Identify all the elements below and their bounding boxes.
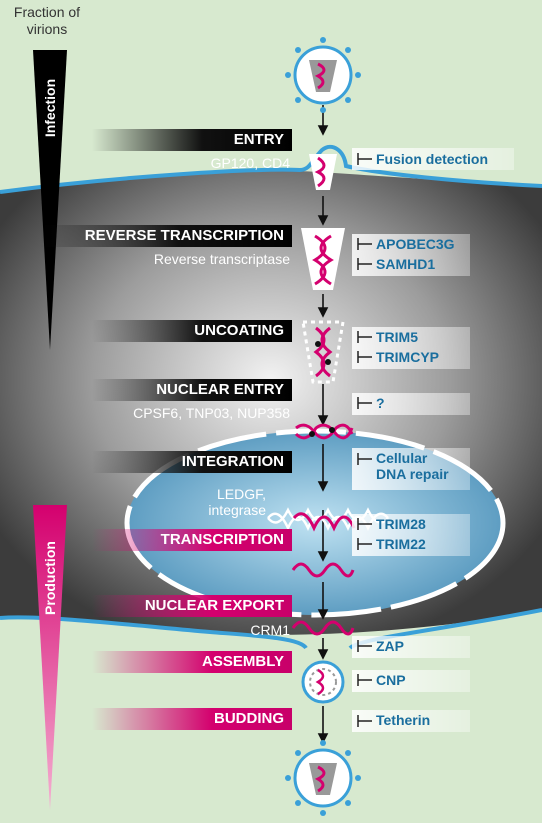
- restriction-box-integration: [352, 448, 470, 490]
- stage-nuclear-export: NUCLEAR EXPORT: [92, 595, 292, 617]
- factors-reverse-transcription: Reverse transcriptase: [153, 251, 290, 267]
- stage-integration: INTEGRATION: [92, 451, 292, 473]
- cell-membrane-top: [0, 144, 542, 194]
- restriction-zap: ZAP: [376, 638, 404, 654]
- restriction-apobec3g: APOBEC3G: [376, 236, 455, 252]
- stage-nuclear-entry: NUCLEAR ENTRY: [92, 379, 292, 401]
- restriction-trim5: TRIM5: [376, 329, 418, 345]
- restriction-cellular-dna-repair: Cellular DNA repair: [376, 450, 449, 482]
- virion-top: [285, 37, 361, 113]
- pic-at-pore: [294, 423, 354, 440]
- restriction-trim22: TRIM22: [376, 536, 426, 552]
- restriction-trim28: TRIM28: [376, 516, 426, 532]
- restriction-cnp: CNP: [376, 672, 406, 688]
- stage-budding: BUDDING: [92, 708, 292, 730]
- factors-nuclear-export: CRM1: [250, 622, 290, 638]
- factors-nuclear-entry: CPSF6, TNP03, NUP358: [133, 405, 290, 421]
- factors-entry: GP120, CD4: [210, 155, 290, 171]
- stage-uncoating: UNCOATING: [92, 320, 292, 342]
- restriction-box-transcription: [352, 514, 470, 556]
- production-triangle: [33, 505, 67, 810]
- inhibition-symbols: [357, 153, 372, 727]
- stage-transcription: TRANSCRIPTION: [92, 529, 292, 551]
- production-label: Production: [42, 541, 58, 615]
- restriction-box-entry: [352, 148, 514, 170]
- uncoating-capsid: [301, 320, 345, 384]
- fraction-of-virions-label: Fraction of virions: [13, 4, 81, 37]
- restriction-box-budding: [352, 710, 470, 732]
- factors-integration: LEDGF, integrase: [208, 486, 266, 518]
- virion-bottom: [285, 740, 361, 816]
- restriction-box-uncoating: [352, 327, 470, 369]
- stage-entry: ENTRY: [92, 129, 292, 151]
- mrna-nucleus: [291, 562, 355, 578]
- restriction-box-assembly: [352, 670, 470, 692]
- flow-arrows: [317, 105, 329, 744]
- restriction-box-nuclear-entry: [352, 393, 470, 415]
- stage-assembly: ASSEMBLY: [92, 651, 292, 673]
- restriction-box-rt: [352, 234, 470, 276]
- infection-triangle: [33, 50, 67, 350]
- infection-label: Infection: [42, 78, 58, 138]
- restriction-tetherin: Tetherin: [376, 712, 431, 728]
- restriction-fusion-detection: Fusion detection: [376, 151, 488, 167]
- rt-capsid: [301, 228, 345, 290]
- entry-capsid: [309, 154, 337, 190]
- restriction-unknown: ?: [376, 395, 385, 411]
- restriction-trimcyp: TRIMCYP: [376, 349, 439, 365]
- assembly-bud: [301, 660, 345, 704]
- stage-reverse-transcription: REVERSE TRANSCRIPTION: [40, 225, 292, 247]
- restriction-samhd1: SAMHD1: [376, 256, 436, 272]
- restriction-box-export: [352, 636, 470, 658]
- mrna-cytoplasm: [291, 620, 355, 636]
